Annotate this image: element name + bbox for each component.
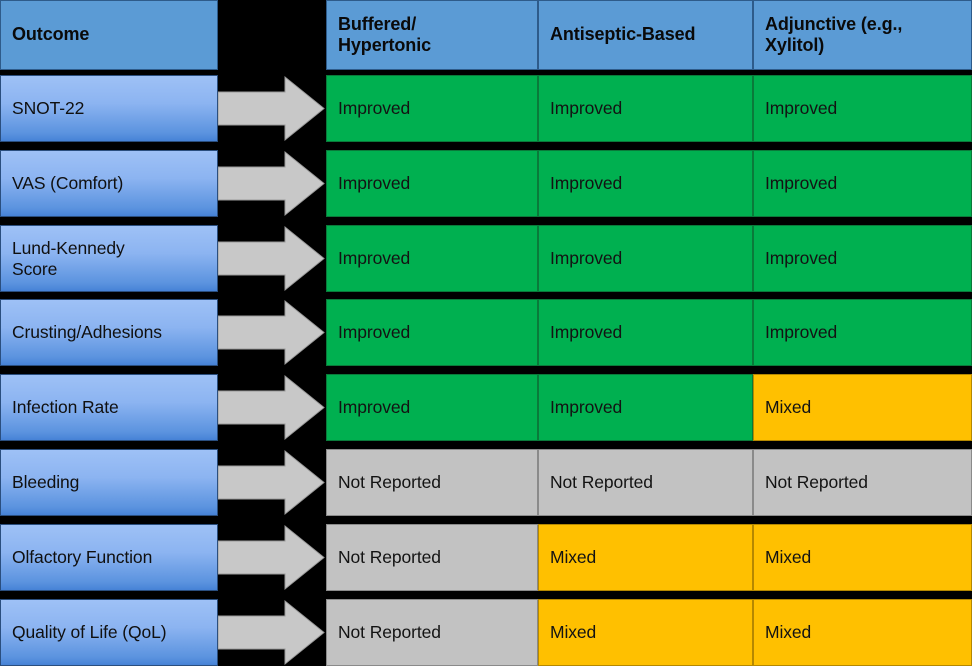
result-cell: Mixed [538,599,753,666]
outcome-label-cell: SNOT-22 [0,75,218,142]
result-cell: Mixed [753,599,972,666]
result-cell: Improved [753,150,972,217]
result-cell: Mixed [753,374,972,441]
result-cell: Improved [326,374,538,441]
right-arrow-icon [218,374,326,441]
result-cell: Improved [538,299,753,366]
outcome-label-cell: Bleeding [0,449,218,516]
result-cell: Mixed [753,524,972,591]
result-cell: Not Reported [326,524,538,591]
outcome-label-cell: Lund-Kennedy Score [0,225,218,292]
right-arrow-icon [218,449,326,516]
result-cell: Improved [753,75,972,142]
outcome-label-cell: Crusting/Adhesions [0,299,218,366]
result-cell: Improved [326,299,538,366]
result-cell: Improved [326,75,538,142]
result-cell: Improved [538,225,753,292]
result-cell: Improved [538,374,753,441]
column-header-adjunctive-xylitol: Adjunctive (e.g., Xylitol) [753,0,972,70]
right-arrow-icon [218,524,326,591]
right-arrow-icon [218,150,326,217]
result-cell: Improved [753,225,972,292]
outcome-label-cell: Olfactory Function [0,524,218,591]
result-cell: Improved [326,225,538,292]
result-cell: Not Reported [753,449,972,516]
result-cell: Improved [753,299,972,366]
result-cell: Not Reported [538,449,753,516]
outcome-label-cell: VAS (Comfort) [0,150,218,217]
result-cell: Not Reported [326,449,538,516]
column-header-antiseptic-based: Antiseptic-Based [538,0,753,70]
right-arrow-icon [218,75,326,142]
right-arrow-icon [218,599,326,666]
result-cell: Not Reported [326,599,538,666]
result-cell: Improved [326,150,538,217]
result-cell: Mixed [538,524,753,591]
column-header-outcome: Outcome [0,0,218,70]
result-cell: Improved [538,150,753,217]
right-arrow-icon [218,299,326,366]
column-header-buffered-hypertonic: Buffered/ Hypertonic [326,0,538,70]
outcome-label-cell: Quality of Life (QoL) [0,599,218,666]
right-arrow-icon [218,225,326,292]
result-cell: Improved [538,75,753,142]
outcome-label-cell: Infection Rate [0,374,218,441]
